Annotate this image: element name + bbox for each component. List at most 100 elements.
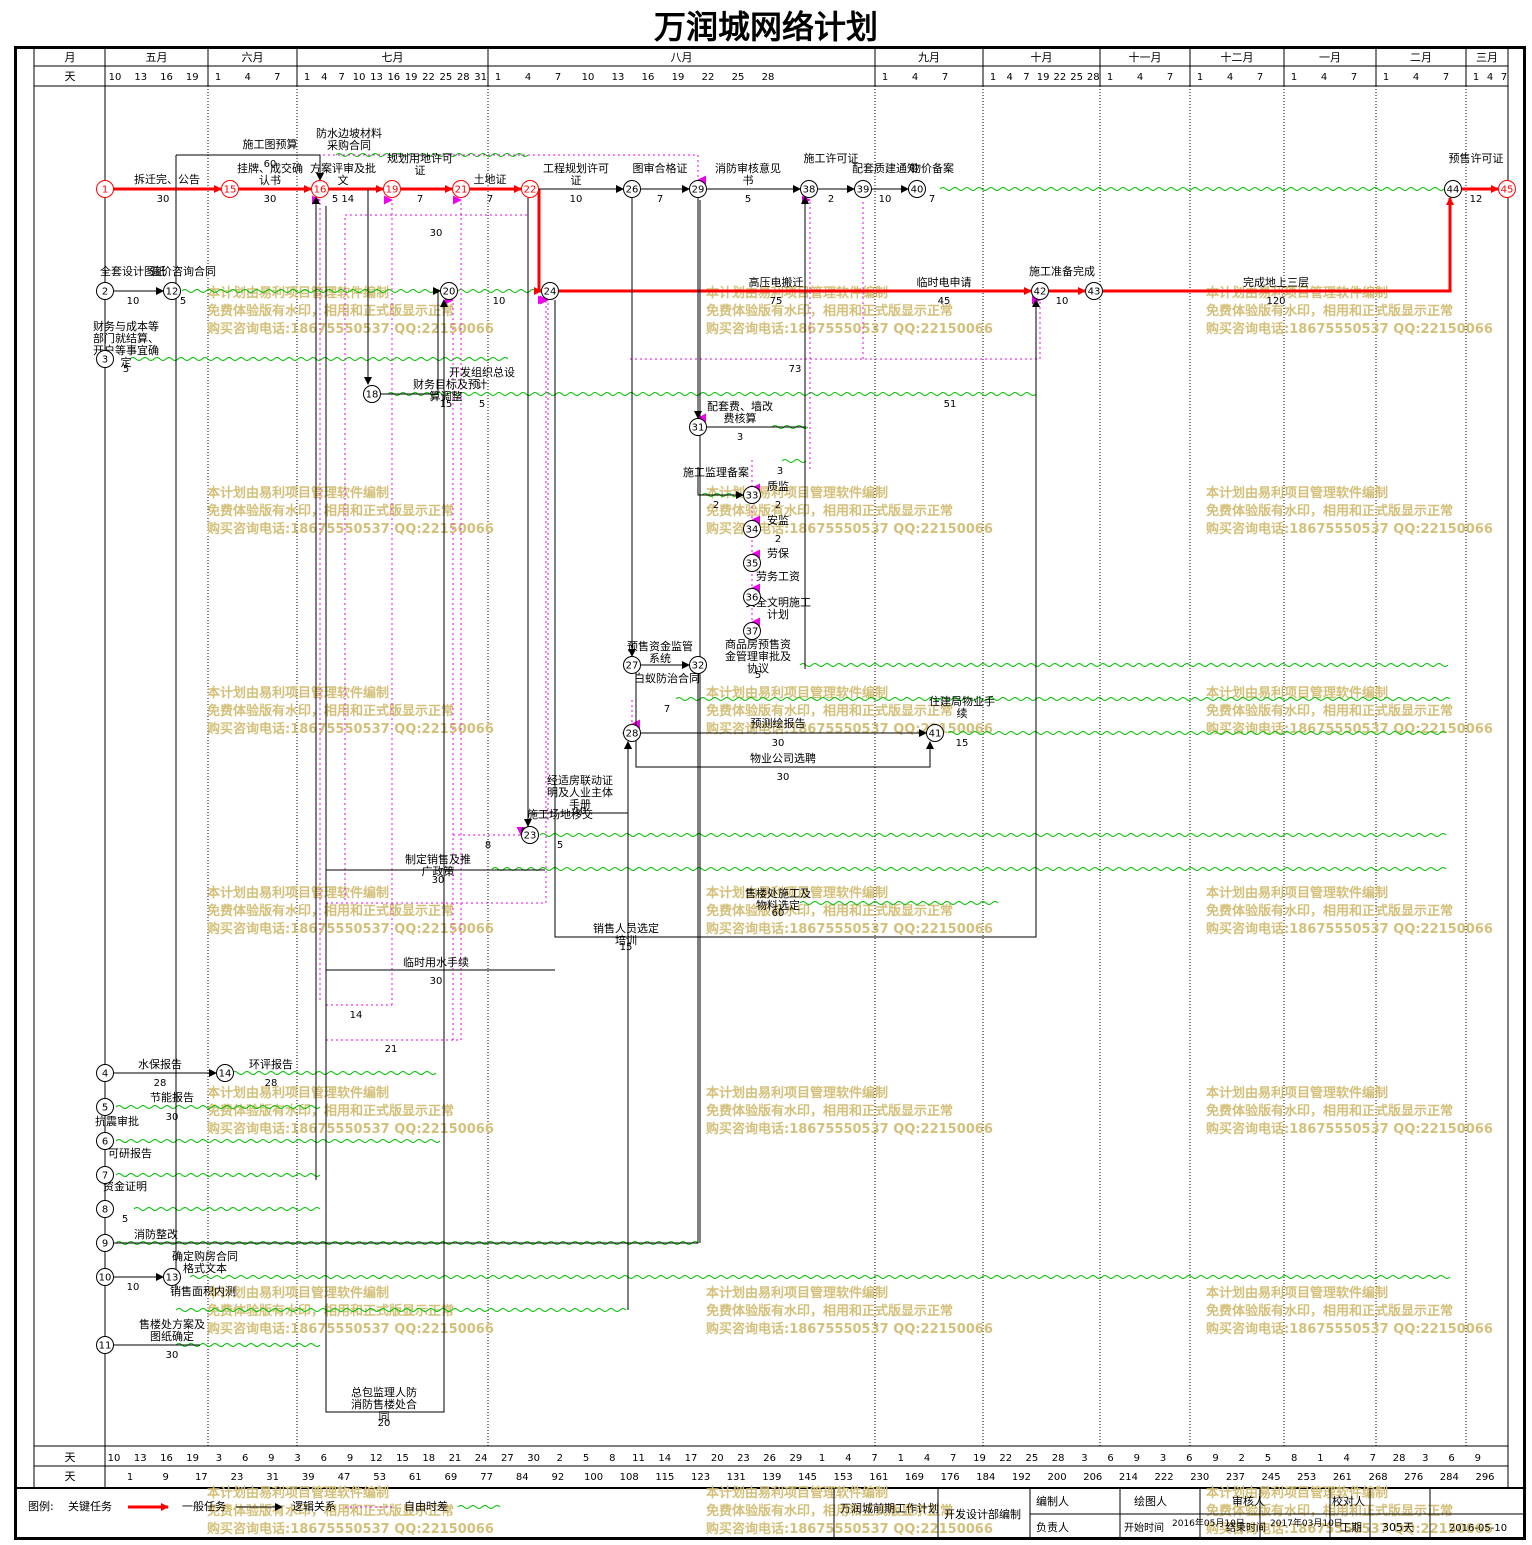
task-duration-label: 7 <box>664 704 670 715</box>
footer-cumulative-day: 92 <box>552 1472 565 1483</box>
watermark-text: 免费体验版有水印，相用和正式版显示正常 <box>706 1303 953 1319</box>
footer-day: 6 <box>321 1453 327 1464</box>
task-name-label: 安监 <box>767 513 789 527</box>
task-duration-label: 3 <box>737 432 743 443</box>
task-name-label: 制定销售及推 <box>405 852 471 866</box>
node-circle <box>383 180 401 198</box>
node-number: 43 <box>1088 287 1101 298</box>
node-circle <box>1085 282 1103 300</box>
month-label: 八月 <box>671 51 693 64</box>
free-float-line <box>387 392 1037 396</box>
task-duration-label: 60 <box>772 908 785 919</box>
task-name-label: 证 <box>571 174 582 187</box>
day-label: 13 <box>612 72 625 83</box>
task-name-label: 预售许可证 <box>1449 151 1504 165</box>
node-circle <box>221 180 239 198</box>
node-number: 44 <box>1447 185 1460 196</box>
task-name-label: 系统 <box>649 652 671 665</box>
node-number: 6 <box>102 1137 108 1148</box>
watermark-text: 本计划由易利项目管理软件编制 <box>207 885 389 901</box>
watermark-text: 购买咨询电话:18675550537 QQ:22150066 <box>207 1321 494 1337</box>
footer-day: 7 <box>871 1453 877 1464</box>
footer-day: 9 <box>1475 1453 1481 1464</box>
footer-cumulative-day: 153 <box>834 1472 853 1483</box>
drafter-label: 绘图人 <box>1134 1494 1167 1508</box>
task-name-label: 节能报告 <box>150 1090 194 1104</box>
day-label: 1 <box>1473 72 1479 83</box>
watermark-text: 购买咨询电话:18675550537 QQ:22150066 <box>706 1521 993 1537</box>
day-label: 4 <box>321 72 327 83</box>
node-circle <box>743 486 761 504</box>
float-duration-label: 30 <box>430 228 443 239</box>
watermark-text: 本计划由易利项目管理软件编制 <box>207 285 389 301</box>
watermark-text: 免费体验版有水印，相用和正式版显示正常 <box>207 903 454 919</box>
task-name-label: 书 <box>743 174 754 187</box>
watermark-text: 免费体验版有水印，相用和正式版显示正常 <box>207 1103 454 1119</box>
footer-cumulative-day: 237 <box>1226 1472 1245 1483</box>
task-duration-label: 30 <box>264 194 277 205</box>
watermark-text: 本计划由易利项目管理软件编制 <box>207 1085 389 1101</box>
footer-cumulative-day: 169 <box>905 1472 924 1483</box>
task-duration-label: 10 <box>127 1282 140 1293</box>
footer-day: 6 <box>242 1453 248 1464</box>
footer-day: 19 <box>186 1453 199 1464</box>
node-number: 11 <box>99 1341 112 1352</box>
task-name-label: 商品房预售资 <box>725 637 791 651</box>
day-label: 7 <box>1351 72 1357 83</box>
footer-day: 10 <box>108 1453 121 1464</box>
day-label: 4 <box>1321 72 1327 83</box>
footer-day-label-1: 天 <box>65 1451 76 1464</box>
node-number: 24 <box>544 287 557 298</box>
task-name-label: 销售人员选定 <box>593 921 659 935</box>
task-duration-label: 5 <box>745 194 751 205</box>
day-label: 7 <box>1443 72 1449 83</box>
watermark-text: 免费体验版有水印，相用和正式版显示正常 <box>1206 1303 1453 1319</box>
task-duration-label: 15 <box>440 399 453 410</box>
watermark-text: 本计划由易利项目管理软件编制 <box>706 1285 888 1301</box>
watermark-text: 免费体验版有水印，相用和正式版显示正常 <box>1206 703 1453 719</box>
footer-day: 8 <box>609 1453 615 1464</box>
footer-day: 15 <box>396 1453 409 1464</box>
free-float-line <box>947 731 1447 735</box>
task-duration-label: 5 <box>180 296 186 307</box>
node-number: 42 <box>1034 287 1047 298</box>
task-duration-label: 30 <box>432 875 445 886</box>
day-label: 13 <box>370 72 383 83</box>
node-number: 10 <box>99 1273 112 1284</box>
watermark-text: 免费体验版有水印，相用和正式版显示正常 <box>207 703 454 719</box>
month-label: 一月 <box>1319 51 1341 64</box>
legend-label: 图例: <box>28 1499 54 1513</box>
day-label: 1 <box>1291 72 1297 83</box>
task-name-label: 金管理审批及 <box>725 649 791 663</box>
free-float-line <box>189 1275 1451 1279</box>
task-name-label: 部门就结算、 <box>93 331 159 345</box>
task-duration-label: 2 <box>828 194 834 205</box>
task-name-label: 同 <box>379 1410 390 1423</box>
task-name-label: 配套费、墙改 <box>707 399 773 413</box>
node-number: 29 <box>692 185 705 196</box>
footer-cumulative-day: 31 <box>266 1472 279 1483</box>
footer-day: 25 <box>1026 1453 1039 1464</box>
footer-day: 9 <box>268 1453 274 1464</box>
critical-task-line <box>1103 197 1454 293</box>
footer-day: 6 <box>1107 1453 1113 1464</box>
node-circle <box>743 588 761 606</box>
day-label: 13 <box>134 72 147 83</box>
watermark-text: 购买咨询电话:18675550537 QQ:22150066 <box>207 1521 494 1537</box>
node-number: 34 <box>746 525 759 536</box>
task-duration-label: 30 <box>166 1112 179 1123</box>
node-number: 19 <box>386 185 399 196</box>
task-duration-label: 30 <box>430 976 443 987</box>
watermark-text: 本计划由易利项目管理软件编制 <box>207 685 389 701</box>
day-label: 16 <box>160 72 173 83</box>
float-duration-label: 14 <box>350 1010 363 1021</box>
footer-day: 1 <box>898 1453 904 1464</box>
float-duration-label: 10 <box>493 296 506 307</box>
node-circle <box>163 1268 181 1286</box>
node-number: 20 <box>443 287 456 298</box>
task-name-label: 图审合格证 <box>633 161 688 175</box>
node-number: 13 <box>166 1273 179 1284</box>
task-name-label: 认书 <box>259 174 281 187</box>
watermark-text: 免费体验版有水印，相用和正式版显示正常 <box>706 503 953 519</box>
task-name-label: 防水边坡材料 <box>316 126 382 140</box>
